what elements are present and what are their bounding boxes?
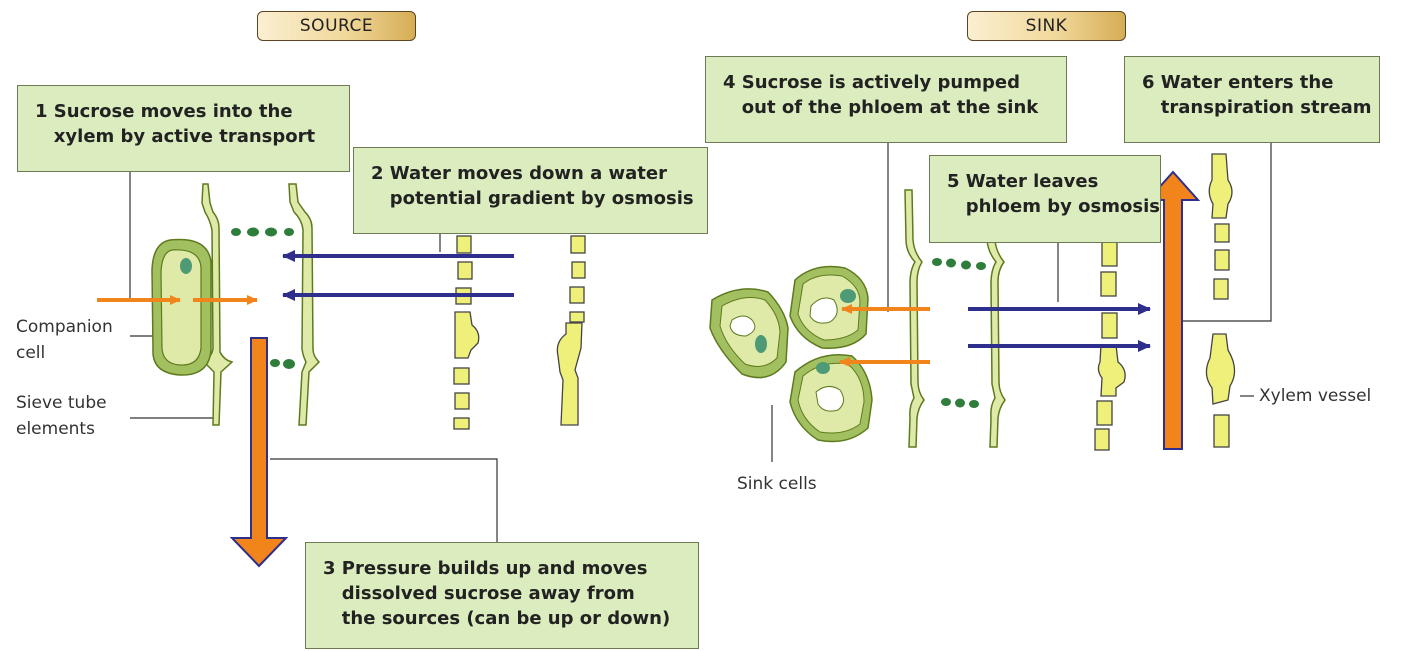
sieve-wall-left: [201, 183, 234, 426]
step-6-box: 6 Water enters the transpiration stream: [1124, 56, 1380, 143]
source-plasmodesmata: [231, 227, 295, 369]
source-sieve-tube: [201, 183, 321, 426]
source-water-arrows: [282, 250, 514, 301]
leader-step-6: [1182, 143, 1272, 322]
xylem-vessel-label: Xylem vessel: [1259, 386, 1372, 406]
sink-sucrose-arrows: [839, 304, 930, 367]
leader-step-3: [270, 458, 498, 542]
sink-cells-label: Sink cells: [737, 474, 817, 494]
sink-plasmodesmata: [932, 258, 986, 408]
step-3-box: 3 Pressure builds up and moves dissolved…: [305, 542, 699, 649]
source-header: SOURCE: [257, 11, 416, 41]
source-xylem: [453, 235, 586, 430]
companion-cell: [151, 238, 212, 376]
sieve-tube-label: Sieve tube elements: [16, 393, 107, 439]
sink-sieve-wall-left: [904, 189, 925, 448]
sink-water-arrows: [968, 303, 1151, 352]
transpiration-arrow-up: [1145, 170, 1201, 450]
sink-header: SINK: [967, 11, 1126, 41]
companion-cell-label: Companion cell: [16, 317, 113, 363]
step-2-box: 2 Water moves down a water potential gra…: [353, 147, 708, 234]
sink-cells: [709, 265, 873, 443]
pressure-flow-arrow-down: [229, 337, 289, 568]
companion-nucleus: [180, 258, 192, 274]
step-4-box: 4 Sucrose is actively pumped out of the …: [705, 56, 1067, 143]
sink-xylem: [1094, 153, 1236, 451]
sink-sieve-tube: [904, 189, 1006, 448]
sieve-wall-right: [288, 183, 321, 426]
step-5-box: 5 Water leaves phloem by osmosis: [929, 155, 1161, 243]
leader-lines: [129, 143, 1272, 542]
step-1-box: 1 Sucrose moves into the xylem by active…: [17, 85, 350, 172]
sink-sieve-wall-right: [986, 189, 1006, 448]
